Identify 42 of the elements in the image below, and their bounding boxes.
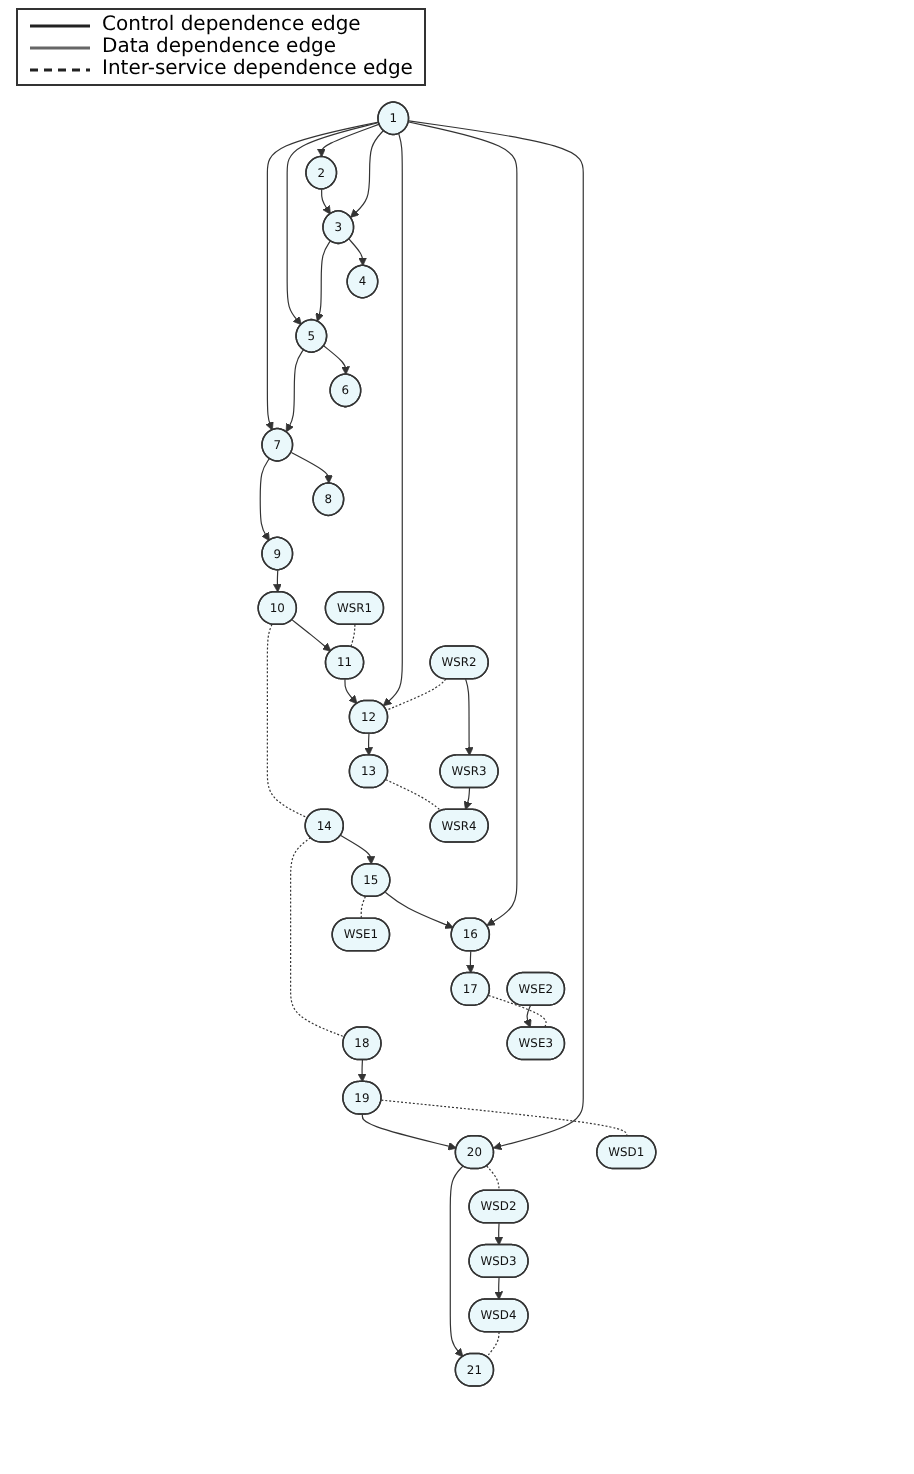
arrow bbox=[466, 950, 475, 974]
arrow bbox=[523, 1005, 532, 1028]
arrow bbox=[290, 451, 333, 484]
connector bbox=[266, 623, 309, 819]
arrow bbox=[408, 121, 518, 926]
connector bbox=[385, 779, 442, 812]
arrow bbox=[265, 121, 380, 431]
arrow bbox=[344, 678, 358, 705]
connector bbox=[486, 1331, 500, 1358]
arrow bbox=[463, 787, 473, 811]
connector bbox=[486, 1165, 500, 1192]
connector bbox=[380, 1099, 628, 1137]
arrow bbox=[348, 238, 367, 267]
arrow bbox=[273, 569, 282, 593]
arrow bbox=[350, 129, 385, 218]
arrow bbox=[259, 457, 270, 542]
arrow bbox=[364, 733, 373, 756]
connector bbox=[385, 678, 447, 711]
arrow bbox=[408, 120, 584, 1151]
arrow bbox=[449, 1165, 464, 1358]
arrow bbox=[315, 240, 331, 322]
connector bbox=[290, 837, 346, 1038]
connector bbox=[488, 994, 547, 1029]
arrow bbox=[323, 345, 350, 375]
connector bbox=[360, 895, 366, 920]
arrow bbox=[361, 1113, 457, 1151]
arrow bbox=[317, 123, 380, 158]
arrow bbox=[286, 121, 380, 326]
arrow bbox=[494, 1277, 504, 1300]
arrow bbox=[382, 133, 403, 707]
arrow bbox=[321, 188, 331, 215]
arrow bbox=[494, 1222, 504, 1246]
arrow bbox=[384, 891, 454, 929]
legend-text: Inter-service dependence edge bbox=[102, 58, 413, 80]
arrow bbox=[357, 1059, 367, 1083]
legend-text: Data dependence edge bbox=[102, 36, 337, 58]
legend-text: Control dependence edge bbox=[102, 14, 361, 36]
arrow bbox=[464, 678, 474, 756]
arrow bbox=[340, 834, 376, 865]
connector bbox=[350, 624, 356, 648]
arrow bbox=[285, 349, 305, 433]
arrow bbox=[291, 619, 332, 652]
